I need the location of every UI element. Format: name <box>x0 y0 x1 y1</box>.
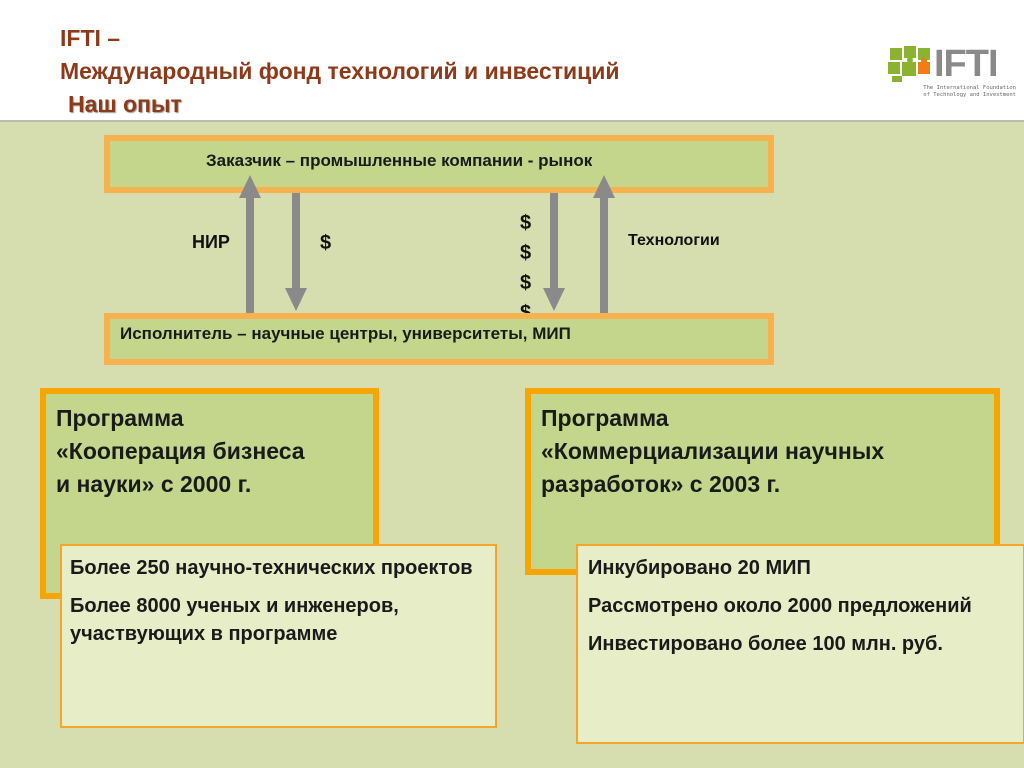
program-left-line-2: «Кооперация бизнеса <box>56 438 305 464</box>
arrow-down-right <box>543 193 565 311</box>
title-line-2: Международный фонд технологий и инвестиц… <box>60 58 620 84</box>
arrow-down-left <box>285 193 307 311</box>
contractor-label: Исполнитель – научные центры, университе… <box>120 324 571 343</box>
dollar-stack-item: $ <box>520 272 532 294</box>
stat-item: Инвестировано более 100 млн. руб. <box>588 633 943 655</box>
slide-header: IFTI – Международный фонд технологий и и… <box>0 0 1024 122</box>
technologies-label: Технологии <box>628 232 720 249</box>
title-line-1: IFTI – <box>60 22 620 55</box>
logo-subtitle-line-1: The International Foundation <box>923 85 1016 91</box>
stat-item: Рассмотрено около 2000 предложений <box>588 595 972 617</box>
puzzle-icon <box>888 46 930 82</box>
program-left-line-3: и науки» с 2000 г. <box>56 471 252 497</box>
nir-label: НИР <box>192 232 230 252</box>
contractor-bar: Исполнитель – научные центры, университе… <box>104 313 774 365</box>
program-left-line-1: Программа <box>56 405 184 431</box>
title-dash: – <box>100 25 121 51</box>
logo-subtitle: The International Foundation of Technolo… <box>892 85 1016 99</box>
logo-subtitle-line-2: of Technology and Investment <box>923 92 1016 98</box>
customer-bar: Заказчик – промышленные компании - рынок <box>104 135 774 193</box>
arrow-up-right <box>593 175 615 313</box>
cooperation-stats-box: Более 250 научно-технических проектов Бо… <box>60 544 497 728</box>
dollar-label: $ <box>320 232 332 254</box>
stat-item: Более 8000 ученых и инженеров, участвующ… <box>70 595 399 645</box>
dollar-stack: $ $ $ $ <box>520 208 531 328</box>
program-right-line-1: Программа <box>541 405 669 431</box>
customer-label: Заказчик – промышленные компании - рынок <box>206 151 593 170</box>
ifti-logo: IFTI The International Foundation of Tec… <box>886 43 1016 104</box>
logo-text: IFTI <box>934 43 999 85</box>
commercialization-stats-box: Инкубировано 20 МИП Рассмотрено около 20… <box>576 544 1024 744</box>
slide-title: IFTI – Международный фонд технологий и и… <box>60 22 620 121</box>
program-right-line-3: разработок» с 2003 г. <box>541 471 781 497</box>
arrow-up-left <box>239 175 261 313</box>
dollar-stack-item: $ <box>520 212 532 234</box>
program-right-line-2: «Коммерциализации научных <box>541 438 885 464</box>
stat-item: Инкубировано 20 МИП <box>588 557 811 579</box>
title-line-3: Наш опыт <box>68 91 182 117</box>
dollar-stack-item: $ <box>520 242 532 264</box>
stat-item: Более 250 научно-технических проектов <box>70 557 473 579</box>
title-brand: IFTI <box>60 25 101 51</box>
